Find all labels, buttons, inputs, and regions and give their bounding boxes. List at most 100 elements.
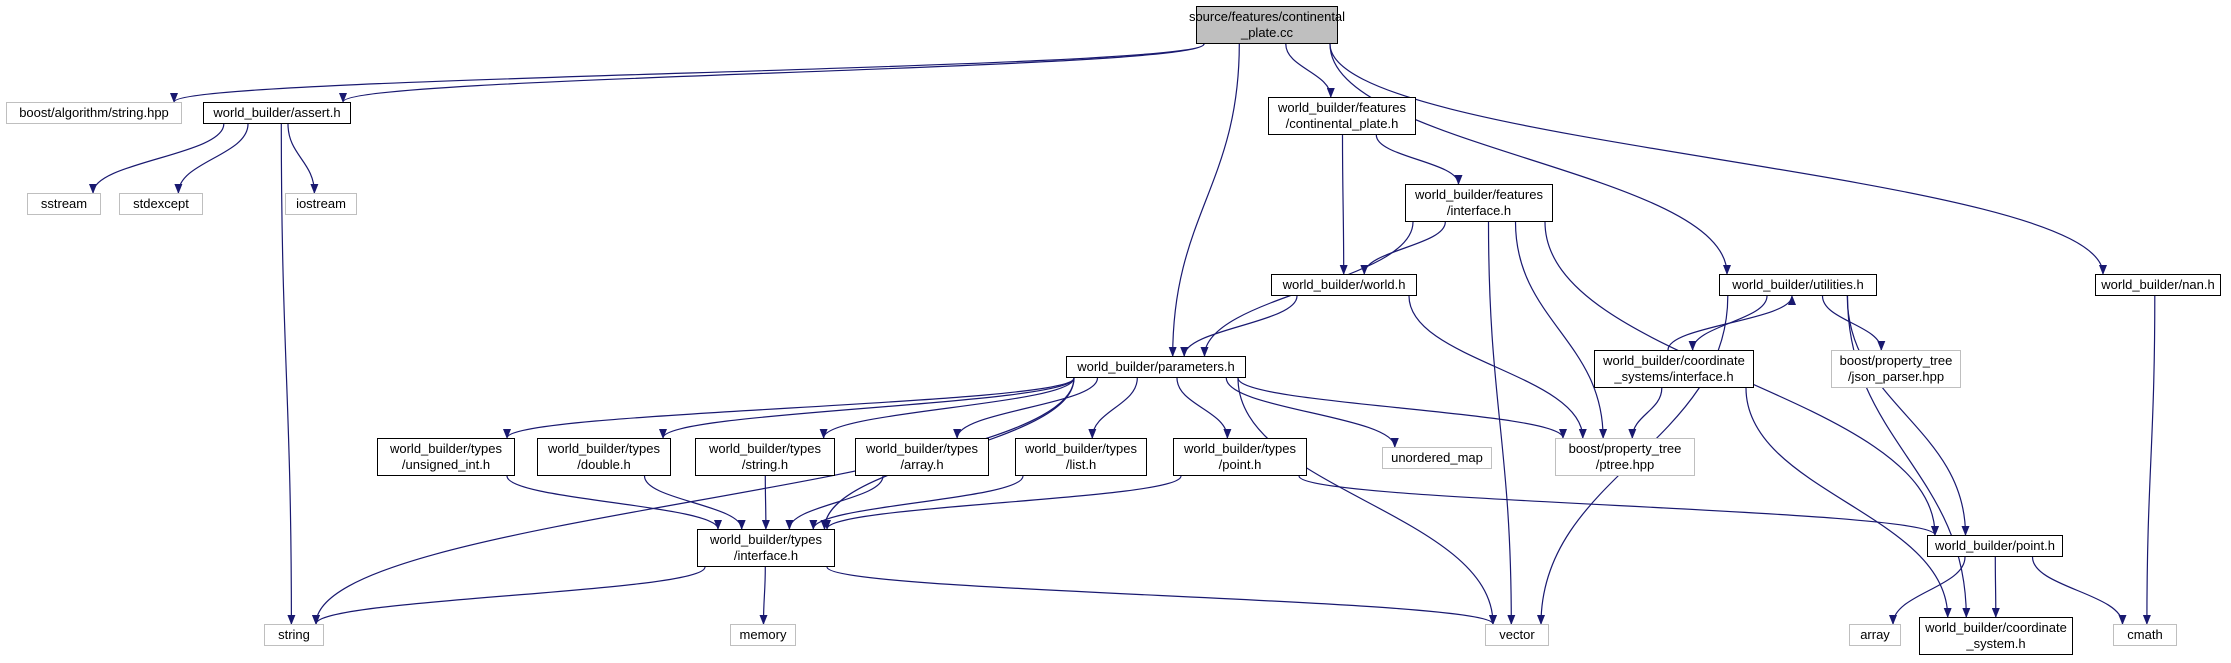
- node-label-line: cmath: [2127, 627, 2163, 642]
- edge-t-string-to-t-interface: [761, 475, 770, 530]
- node-vector: vector: [1485, 624, 1549, 646]
- edge-feat-interface-to-vector: [1487, 221, 1516, 625]
- node-label-line: stdexcept: [133, 196, 189, 211]
- node-nan[interactable]: world_builder/nan.h: [2095, 274, 2221, 296]
- node-label-line: /interface.h: [1446, 203, 1512, 218]
- node-label-line: world_builder/point.h: [1935, 538, 2055, 553]
- node-parameters[interactable]: world_builder/parameters.h: [1066, 356, 1246, 378]
- edge-coord-sys-interface-to-utilities: [1667, 295, 1796, 351]
- node-ptree: boost/property_tree/ptree.hpp: [1555, 438, 1695, 476]
- node-string: string: [264, 624, 324, 646]
- node-stdexcept: stdexcept: [119, 193, 203, 215]
- node-label-line: world_builder/types: [708, 441, 821, 456]
- node-label-line: /unsigned_int.h: [401, 457, 491, 472]
- edge-parameters-to-t-array: [953, 377, 1099, 439]
- node-assert[interactable]: world_builder/assert.h: [203, 102, 351, 124]
- node-point[interactable]: world_builder/point.h: [1927, 535, 2063, 557]
- edge-t-uint-to-t-interface: [506, 475, 722, 530]
- node-label-line: vector: [1499, 627, 1535, 642]
- node-label-line: source/features/continental: [1188, 9, 1346, 24]
- node-label-line: world_builder/world.h: [1282, 277, 1406, 292]
- node-label-line: world_builder/types: [389, 441, 502, 456]
- node-coord-system[interactable]: world_builder/coordinate_system.h: [1919, 617, 2073, 655]
- node-t-list[interactable]: world_builder/types/list.h: [1015, 438, 1147, 476]
- node-world[interactable]: world_builder/world.h: [1271, 274, 1417, 296]
- node-label-line: _systems/interface.h: [1614, 369, 1734, 384]
- edge-cont-plate-h-to-world: [1339, 134, 1348, 275]
- node-label-line: world_builder/nan.h: [2101, 277, 2215, 292]
- node-label-line: unordered_map: [1391, 450, 1483, 465]
- node-t-uint[interactable]: world_builder/types/unsigned_int.h: [377, 438, 515, 476]
- edge-root-to-parameters: [1168, 43, 1240, 357]
- node-label-line: /point.h: [1218, 457, 1262, 472]
- node-iostream: iostream: [285, 193, 357, 215]
- edge-parameters-to-t-uint: [503, 377, 1075, 439]
- node-label-line: sstream: [40, 196, 88, 211]
- node-label-line: /list.h: [1065, 457, 1097, 472]
- edge-root-to-boost-string: [170, 43, 1205, 103]
- node-label-line: world_builder/types: [1183, 441, 1296, 456]
- edge-world-to-parameters: [1180, 295, 1298, 357]
- node-label-line: world_builder/features: [1415, 187, 1543, 202]
- edge-assert-to-sstream: [89, 123, 225, 194]
- edge-assert-to-string: [280, 123, 296, 625]
- edge-utilities-to-coord-system: [1846, 295, 1971, 618]
- edge-root-to-utilities: [1329, 43, 1731, 275]
- node-label-line: memory: [739, 627, 787, 642]
- edge-parameters-to-t-string: [819, 377, 1075, 439]
- edge-point-to-coord-system: [1991, 556, 2000, 618]
- edge-feat-interface-to-world: [1360, 221, 1446, 275]
- node-label-line: world_builder/coordinate: [1603, 353, 1745, 368]
- edge-parameters-to-ptree: [1237, 377, 1567, 439]
- node-t-interface[interactable]: world_builder/types/interface.h: [697, 529, 835, 567]
- node-boost-string: boost/algorithm/string.hpp: [6, 102, 182, 124]
- edge-parameters-to-t-double: [659, 377, 1075, 439]
- node-label-line: world_builder/types: [865, 441, 978, 456]
- edge-parameters-to-unordered-map: [1225, 377, 1399, 448]
- node-label-line: array: [1860, 627, 1890, 642]
- node-array: array: [1849, 624, 1901, 646]
- edge-utilities-to-point: [1846, 295, 1970, 536]
- node-t-point[interactable]: world_builder/types/point.h: [1173, 438, 1307, 476]
- edge-t-list-to-t-interface: [809, 475, 1024, 530]
- node-label-line: string: [278, 627, 310, 642]
- edge-t-interface-to-string: [312, 566, 706, 625]
- edge-point-to-cmath: [2031, 556, 2127, 625]
- node-label-line: /string.h: [741, 457, 789, 472]
- node-t-string[interactable]: world_builder/types/string.h: [695, 438, 835, 476]
- node-label-line: /interface.h: [733, 548, 799, 563]
- node-label-line: world_builder/features: [1278, 100, 1406, 115]
- edge-point-to-array: [1889, 556, 1966, 625]
- node-label-line: _plate.cc: [1240, 25, 1294, 40]
- edge-utilities-to-json-parser: [1821, 295, 1886, 351]
- node-label-line: /double.h: [577, 457, 631, 472]
- node-label-line: /ptree.hpp: [1595, 457, 1655, 472]
- edge-assert-to-stdexcept: [174, 123, 249, 194]
- node-label-line: world_builder/coordinate: [1925, 620, 2067, 635]
- edge-root-to-cont-plate-h: [1285, 43, 1335, 98]
- edge-t-double-to-t-interface: [643, 475, 746, 530]
- node-label-line: /json_parser.hpp: [1847, 369, 1945, 384]
- node-feat-interface[interactable]: world_builder/features/interface.h: [1405, 184, 1553, 222]
- edge-parameters-to-t-list: [1088, 377, 1138, 439]
- edge-coord-sys-interface-to-coord-system: [1745, 387, 1952, 618]
- edge-assert-to-iostream: [287, 123, 319, 194]
- node-memory: memory: [730, 624, 796, 646]
- node-root[interactable]: source/features/continental_plate.cc: [1189, 6, 1345, 44]
- node-cont-plate-h[interactable]: world_builder/features/continental_plate…: [1268, 97, 1416, 135]
- edge-world-to-ptree: [1408, 295, 1587, 439]
- node-label-line: world_builder/assert.h: [213, 105, 341, 120]
- node-utilities[interactable]: world_builder/utilities.h: [1719, 274, 1877, 296]
- edge-t-array-to-t-interface: [785, 475, 884, 530]
- node-label-line: boost/property_tree: [1839, 353, 1953, 368]
- node-label-line: boost/algorithm/string.hpp: [19, 105, 169, 120]
- node-sstream: sstream: [27, 193, 101, 215]
- node-t-double[interactable]: world_builder/types/double.h: [537, 438, 671, 476]
- edge-t-interface-to-memory: [759, 566, 768, 625]
- node-t-array[interactable]: world_builder/types/array.h: [855, 438, 989, 476]
- node-label-line: iostream: [296, 196, 346, 211]
- edge-t-point-to-point: [1298, 475, 1939, 536]
- edge-root-to-assert: [339, 43, 1205, 103]
- node-coord-sys-interface[interactable]: world_builder/coordinate_systems/interfa…: [1594, 350, 1754, 388]
